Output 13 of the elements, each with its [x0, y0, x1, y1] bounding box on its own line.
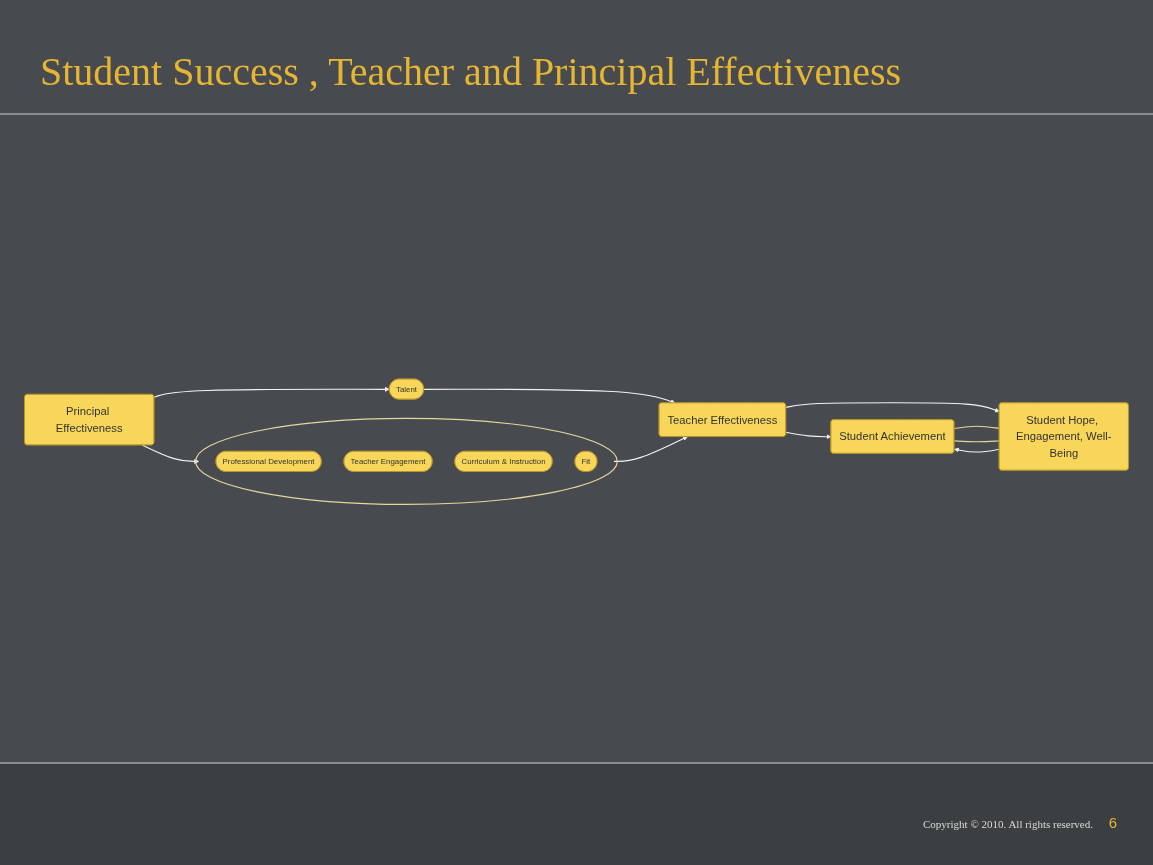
connector: [953, 425, 1000, 430]
copyright-note: Copyright © 2010. All rights reserved.: [923, 818, 1093, 830]
arrow: [785, 431, 832, 440]
arrow: [954, 447, 1000, 453]
arrow: [153, 386, 390, 398]
arrow: [613, 436, 688, 462]
connector: [953, 440, 1000, 443]
arrow: [785, 402, 1000, 413]
page-number: 6: [1108, 814, 1117, 831]
arrow: [423, 388, 676, 404]
arrow: [141, 444, 200, 464]
cluster: [195, 417, 618, 505]
slide-title: Student Success , Teacher and Principal Effectiveness: [40, 48, 901, 95]
